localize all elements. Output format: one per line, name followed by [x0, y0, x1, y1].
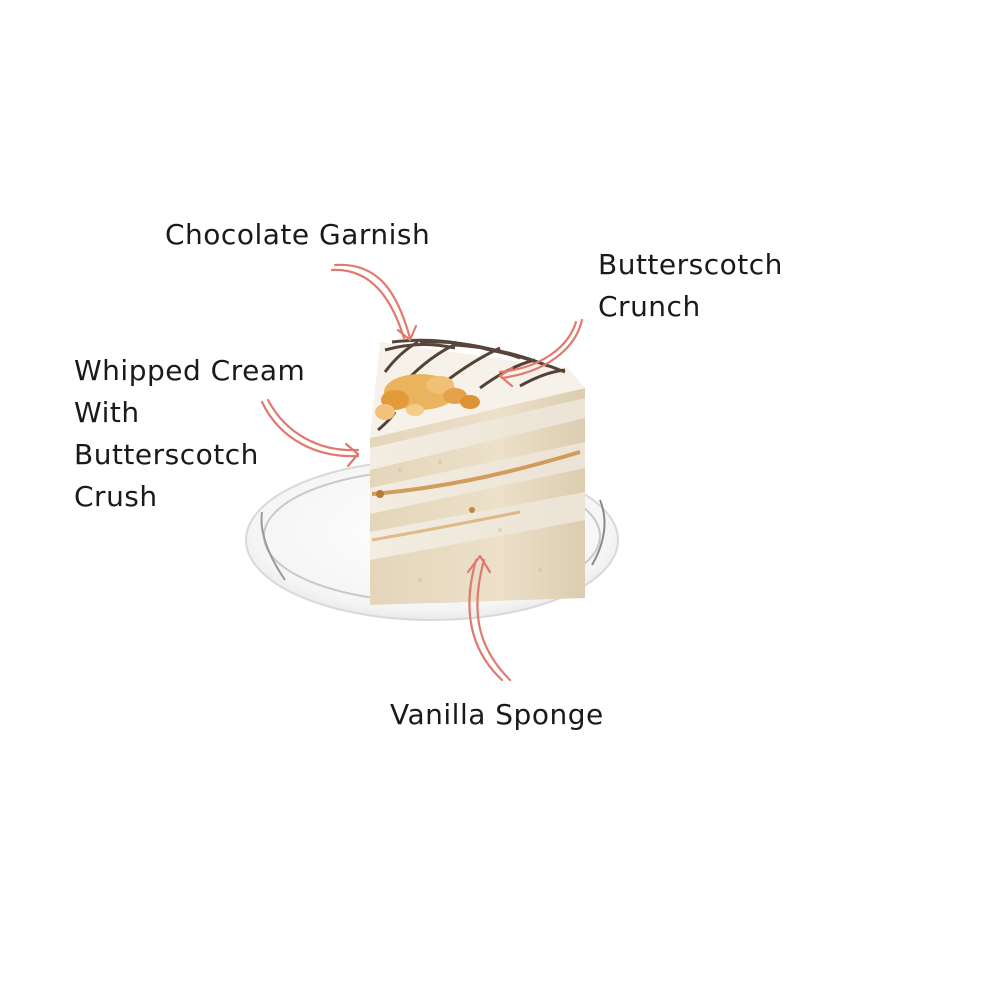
- arrows: [260, 263, 584, 682]
- cream-layer-top: [370, 398, 585, 470]
- cream-layer-bottom: [370, 492, 585, 560]
- label-butterscotch-crunch: Butterscotch Crunch: [598, 244, 783, 328]
- cake-slice: [370, 338, 585, 605]
- label-chocolate-garnish: Chocolate Garnish: [165, 214, 430, 256]
- arrow-chocolate-garnish: [330, 263, 418, 342]
- label-whipped-cream-line-3: Butterscotch: [74, 438, 259, 471]
- label-butterscotch-crunch-line-1: Butterscotch: [598, 248, 783, 281]
- arrow-butterscotch-crunch: [498, 318, 584, 388]
- arrow-whipped-cream: [260, 398, 360, 468]
- label-whipped-cream-line-2: With: [74, 396, 140, 429]
- arrow-vanilla-sponge: [466, 554, 512, 682]
- label-whipped-cream-line-4: Crush: [74, 480, 158, 513]
- label-vanilla-sponge-text: Vanilla Sponge: [390, 698, 604, 731]
- label-butterscotch-crunch-line-2: Crunch: [598, 290, 701, 323]
- label-chocolate-garnish-text: Chocolate Garnish: [165, 218, 431, 251]
- butterscotch-crunch: [375, 374, 480, 420]
- label-vanilla-sponge: Vanilla Sponge: [390, 694, 604, 736]
- label-whipped-cream-line-1: Whipped Cream: [74, 354, 306, 387]
- label-whipped-cream: Whipped Cream With Butterscotch Crush: [74, 350, 305, 518]
